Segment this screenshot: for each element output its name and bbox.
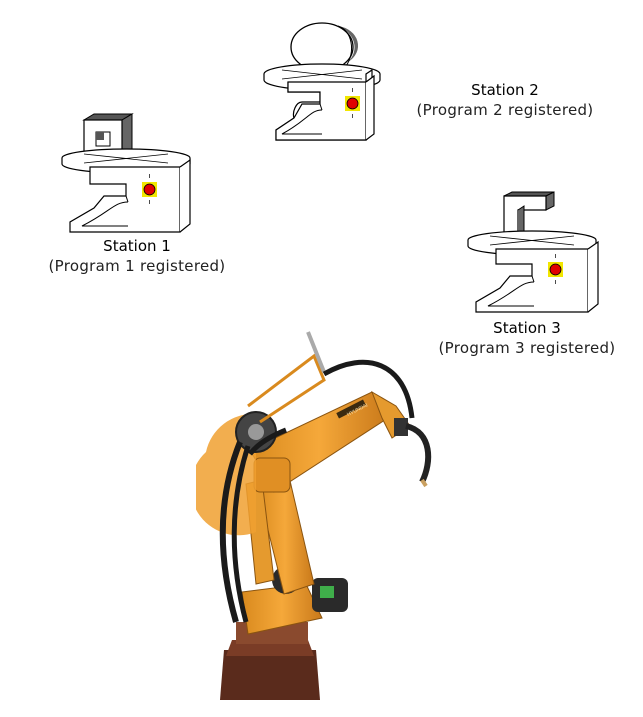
robot-wrist	[371, 390, 411, 439]
welding-robot-illustration: HYUNDAI	[190, 331, 432, 700]
station-1-caption: Station 1 (Program 1 registered)	[30, 236, 244, 276]
station-1-label: Station 1	[103, 237, 171, 255]
stop-button[interactable]	[345, 88, 360, 118]
station-3-label: Station 3	[493, 319, 561, 337]
station-1-positioner-drawing	[61, 113, 191, 233]
station-3-positioner-drawing	[467, 191, 599, 313]
station-1-subtitle: (Program 1 registered)	[48, 257, 226, 275]
station-2-positioner-drawing	[263, 22, 381, 141]
station-2	[262, 22, 382, 147]
station-2-caption: Station 2 (Program 2 registered)	[398, 80, 612, 120]
stop-button[interactable]	[548, 254, 563, 284]
cylinder-workpiece	[290, 22, 359, 72]
station-2-subtitle: (Program 2 registered)	[416, 101, 594, 119]
station-3-subtitle: (Program 3 registered)	[438, 339, 616, 357]
welding-torch	[405, 423, 432, 488]
square-frame-workpiece	[82, 113, 134, 163]
positioner-base	[275, 68, 375, 141]
station-1	[60, 112, 195, 237]
stop-button[interactable]	[142, 174, 157, 204]
robot-cables	[219, 359, 415, 623]
welding-robot: HYUNDAI	[190, 322, 436, 712]
robot-base	[220, 622, 320, 700]
station-3-caption: Station 3 (Program 3 registered)	[420, 318, 634, 358]
station-3	[464, 191, 604, 317]
station-2-label: Station 2	[471, 81, 539, 99]
